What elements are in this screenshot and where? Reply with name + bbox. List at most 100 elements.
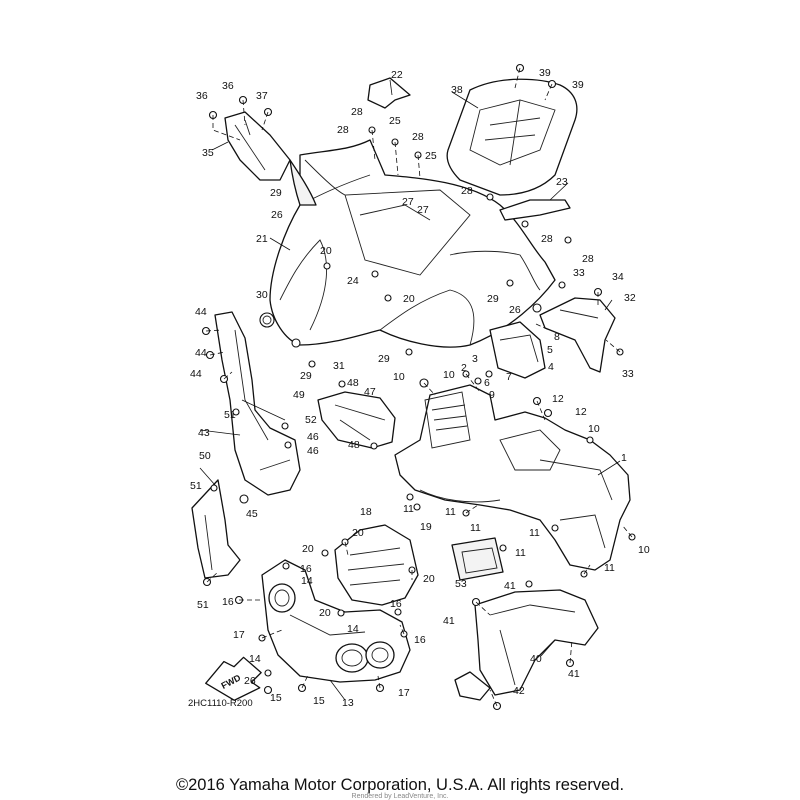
callout-51c: 51 <box>197 599 209 611</box>
grille-18-part <box>334 524 419 606</box>
callout-33b: 33 <box>622 368 634 380</box>
callout-51a: 51 <box>224 409 236 421</box>
callout-11c: 11 <box>470 522 481 534</box>
side-panel-43-part <box>214 311 301 496</box>
copyright-notice: ©2016 Yamaha Motor Corporation, U.S.A. A… <box>175 776 625 794</box>
headlight-housing-13-part <box>261 559 411 683</box>
callout-40: 40 <box>530 653 542 665</box>
callout-44b: 44 <box>195 347 207 359</box>
callout-25a: 25 <box>389 115 401 127</box>
callout-26a: 26 <box>271 209 283 221</box>
callout-18: 18 <box>360 506 372 518</box>
callout-28c: 28 <box>412 131 424 143</box>
callout-41c: 41 <box>568 668 580 680</box>
callout-29d: 29 <box>300 370 312 382</box>
side-panel-35-part <box>224 111 291 181</box>
seat-cover-part <box>446 78 578 196</box>
callout-11b: 11 <box>445 506 456 518</box>
callout-41a: 41 <box>504 580 516 592</box>
callout-2: 2 <box>461 362 467 374</box>
callout-21: 21 <box>256 233 268 245</box>
callout-16a: 16 <box>300 563 312 575</box>
lower-cover-40-part <box>454 589 599 701</box>
side-panel-32-part <box>539 297 616 373</box>
callout-16d: 16 <box>414 634 426 646</box>
callout-37: 37 <box>256 90 268 102</box>
callout-44c: 44 <box>190 368 202 380</box>
callout-36b: 36 <box>222 80 234 92</box>
callout-24: 24 <box>347 275 359 287</box>
callout-44a: 44 <box>195 306 207 318</box>
callout-45: 45 <box>246 508 258 520</box>
callout-14a: 14 <box>301 575 313 587</box>
callout-33a: 33 <box>573 267 585 279</box>
callout-15a: 15 <box>270 692 282 704</box>
diagram-code: 2HC1110-R200 <box>188 698 253 709</box>
callout-29c: 29 <box>378 353 390 365</box>
callout-10c: 10 <box>588 423 600 435</box>
callout-1: 1 <box>621 452 627 464</box>
callout-30: 30 <box>256 289 268 301</box>
callout-6: 6 <box>484 377 490 389</box>
callout-23: 23 <box>556 176 568 188</box>
callout-11a: 11 <box>403 503 414 515</box>
callout-28d: 28 <box>461 185 473 197</box>
callout-53: 53 <box>455 578 467 590</box>
watermark-text: Rendered by LeadVenture, Inc. <box>351 793 449 800</box>
callout-52: 52 <box>305 414 317 426</box>
callout-28b: 28 <box>337 124 349 136</box>
callout-11d: 11 <box>515 547 526 559</box>
callout-39b: 39 <box>572 79 584 91</box>
callout-26c: 26 <box>244 675 256 687</box>
duct-47-part <box>317 391 396 449</box>
callout-19: 19 <box>420 521 432 533</box>
callout-50: 50 <box>199 450 211 462</box>
callout-49: 49 <box>293 389 305 401</box>
callout-5: 5 <box>547 344 553 356</box>
callout-47: 47 <box>364 386 376 398</box>
callout-46a: 46 <box>307 431 319 443</box>
callout-20d: 20 <box>352 527 364 539</box>
leader-lines <box>199 67 633 707</box>
bracket-23-part <box>499 199 571 221</box>
callout-11e: 11 <box>529 527 540 539</box>
callout-10b: 10 <box>443 369 455 381</box>
callout-41b: 41 <box>443 615 455 627</box>
front-fender-part <box>269 139 556 348</box>
callout-32: 32 <box>624 292 636 304</box>
callout-29b: 29 <box>487 293 499 305</box>
front-panel-1-part <box>394 384 631 571</box>
callout-14b: 14 <box>347 623 359 635</box>
callout-13: 13 <box>342 697 354 709</box>
storage-box-part <box>489 321 546 379</box>
bracket-22-part <box>367 77 411 109</box>
callout-48a: 48 <box>347 377 359 389</box>
callout-46b: 46 <box>307 445 319 457</box>
callout-16c: 16 <box>390 598 402 610</box>
callout-11f: 11 <box>604 562 615 574</box>
callout-51b: 51 <box>190 480 202 492</box>
callout-31: 31 <box>333 360 345 372</box>
callout-27a: 27 <box>402 196 414 208</box>
callout-17a: 17 <box>233 629 245 641</box>
fwd-arrow-icon <box>205 656 262 701</box>
callout-16b: 16 <box>222 596 234 608</box>
callout-4: 4 <box>548 361 554 373</box>
callout-43: 43 <box>198 427 210 439</box>
license-plate-53-part <box>451 537 504 581</box>
callout-28e: 28 <box>541 233 553 245</box>
callout-25b: 25 <box>425 150 437 162</box>
callout-10d: 10 <box>638 544 650 556</box>
callout-29a: 29 <box>270 187 282 199</box>
callout-14c: 14 <box>249 653 261 665</box>
side-panel-50-part <box>191 479 241 579</box>
callout-20c: 20 <box>302 543 314 555</box>
callout-20a: 20 <box>320 245 332 257</box>
callout-42: 42 <box>513 685 525 697</box>
callout-9: 9 <box>489 389 495 401</box>
callout-labels: 1 2 3 4 5 6 7 8 9 10 10 10 10 11 11 11 1… <box>190 67 650 709</box>
callout-20e: 20 <box>423 573 435 585</box>
callout-39a: 39 <box>539 67 551 79</box>
callout-48b: 48 <box>348 439 360 451</box>
